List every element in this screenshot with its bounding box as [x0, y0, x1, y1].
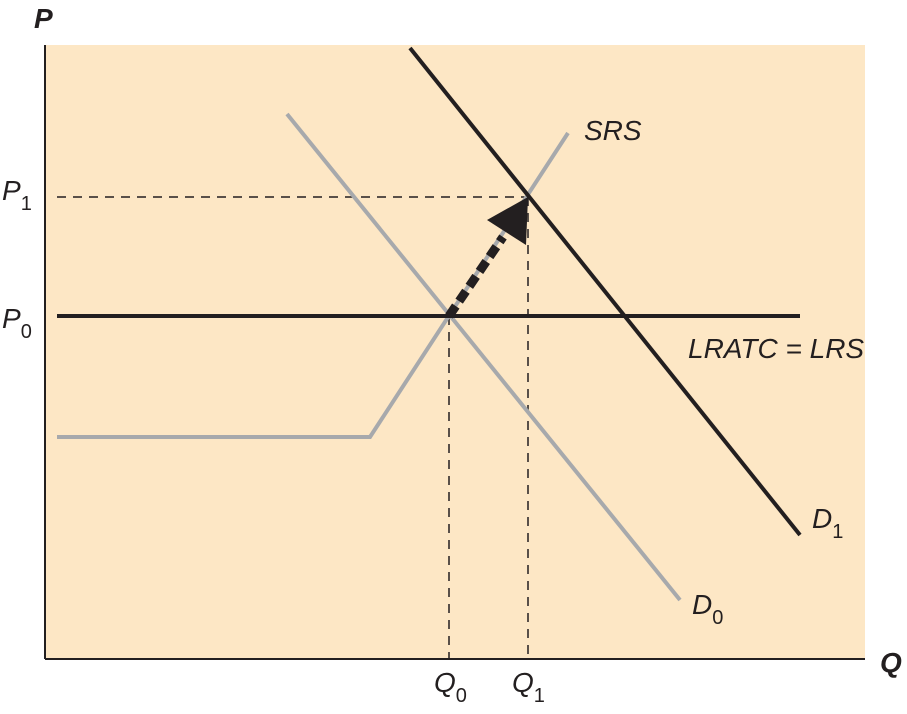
q1-label: Q1	[512, 667, 545, 707]
shift-arrow-head	[487, 197, 528, 245]
d1-curve	[408, 46, 802, 537]
d0-curve	[285, 112, 682, 602]
plot-background	[45, 45, 865, 659]
lrs-label: LRATC = LRS	[688, 333, 864, 364]
srs-label: SRS	[584, 115, 642, 146]
x-axis-label: Q	[880, 647, 902, 678]
d1-label: D1	[812, 503, 843, 543]
p1-label: P1	[2, 175, 32, 215]
q0-label: Q0	[434, 667, 467, 707]
p0-label: P0	[2, 303, 32, 343]
y-axis-label: P	[34, 3, 53, 34]
shift-arrow-shaft	[445, 234, 507, 319]
d0-label: D0	[692, 589, 723, 629]
srs-curve	[57, 131, 570, 439]
